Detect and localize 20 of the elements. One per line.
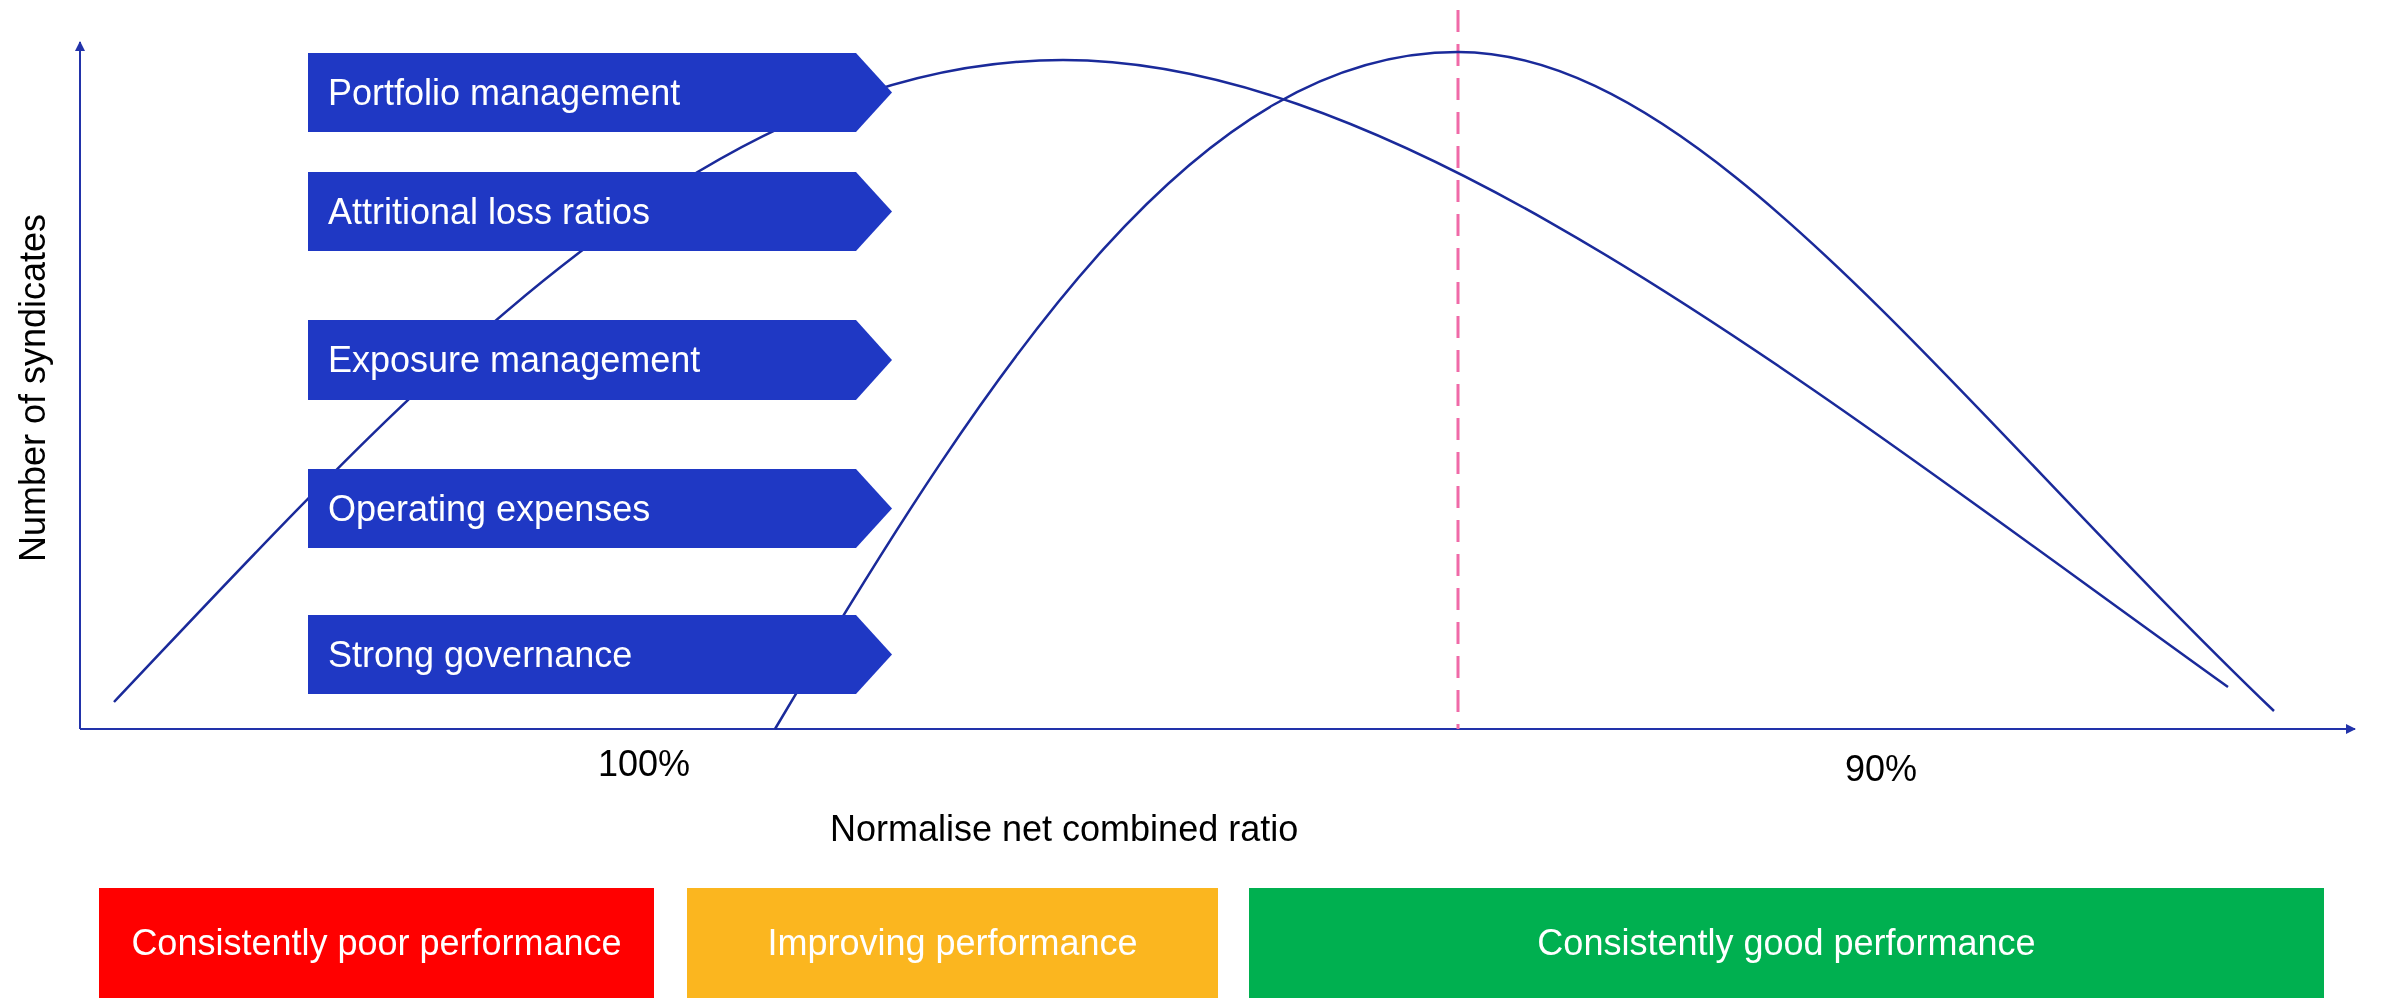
chevron-box (308, 172, 892, 251)
tick-label: 100% (598, 743, 691, 785)
chevron-box (308, 469, 892, 548)
chevron-box (308, 53, 892, 132)
performance-band (687, 888, 1218, 998)
chevron-box (308, 615, 892, 694)
axis-title: Number of syndicates (12, 213, 55, 563)
performance-band (1249, 888, 2324, 998)
band-label: Consistently good performance (1537, 922, 2036, 964)
factor-label: Operating expenses (327, 487, 651, 530)
band-label: Consistently poor performance (131, 922, 622, 964)
tick-label: 90% (1845, 748, 1918, 790)
chevron-box (308, 320, 892, 400)
band-label: Improving performance (767, 922, 1138, 964)
factor-label: Attritional loss ratios (327, 190, 651, 233)
factor-label: Strong governance (327, 633, 633, 676)
factor-label: Exposure management (327, 339, 701, 381)
factor-label: Portfolio management (327, 71, 681, 114)
axis-title: Normalise net combined ratio (830, 808, 1299, 850)
performance-band (99, 888, 654, 998)
